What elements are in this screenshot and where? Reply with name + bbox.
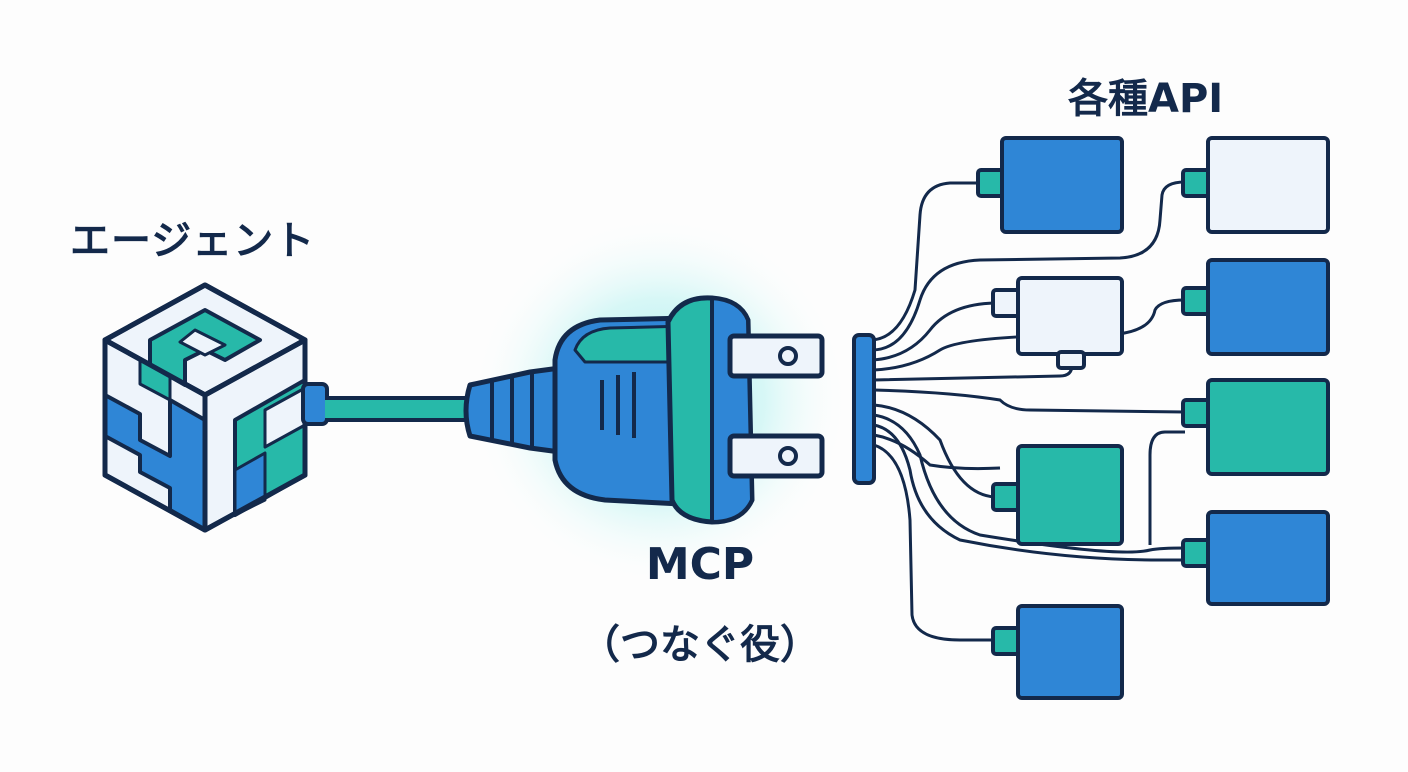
socket-plate (852, 333, 876, 485)
mcp-plug-icon (463, 295, 825, 525)
agent-cable (325, 396, 475, 422)
api-module-3 (991, 276, 1124, 370)
agent-cube-icon (102, 282, 308, 533)
api-module-7 (1181, 510, 1330, 606)
mcp-role-label: （つなぐ役） (580, 622, 820, 668)
api-module-8 (991, 604, 1124, 700)
api-module-5 (1181, 378, 1330, 476)
socket-wires (869, 180, 1186, 642)
api-module-2 (1181, 136, 1330, 234)
agent-port (301, 382, 329, 426)
agent-label: エージェント (70, 218, 316, 264)
api-module-1 (976, 136, 1124, 234)
api-module-6 (991, 444, 1124, 546)
mcp-label: MCP (645, 539, 755, 590)
api-label: 各種API (1068, 76, 1224, 122)
api-module-4 (1181, 258, 1330, 356)
